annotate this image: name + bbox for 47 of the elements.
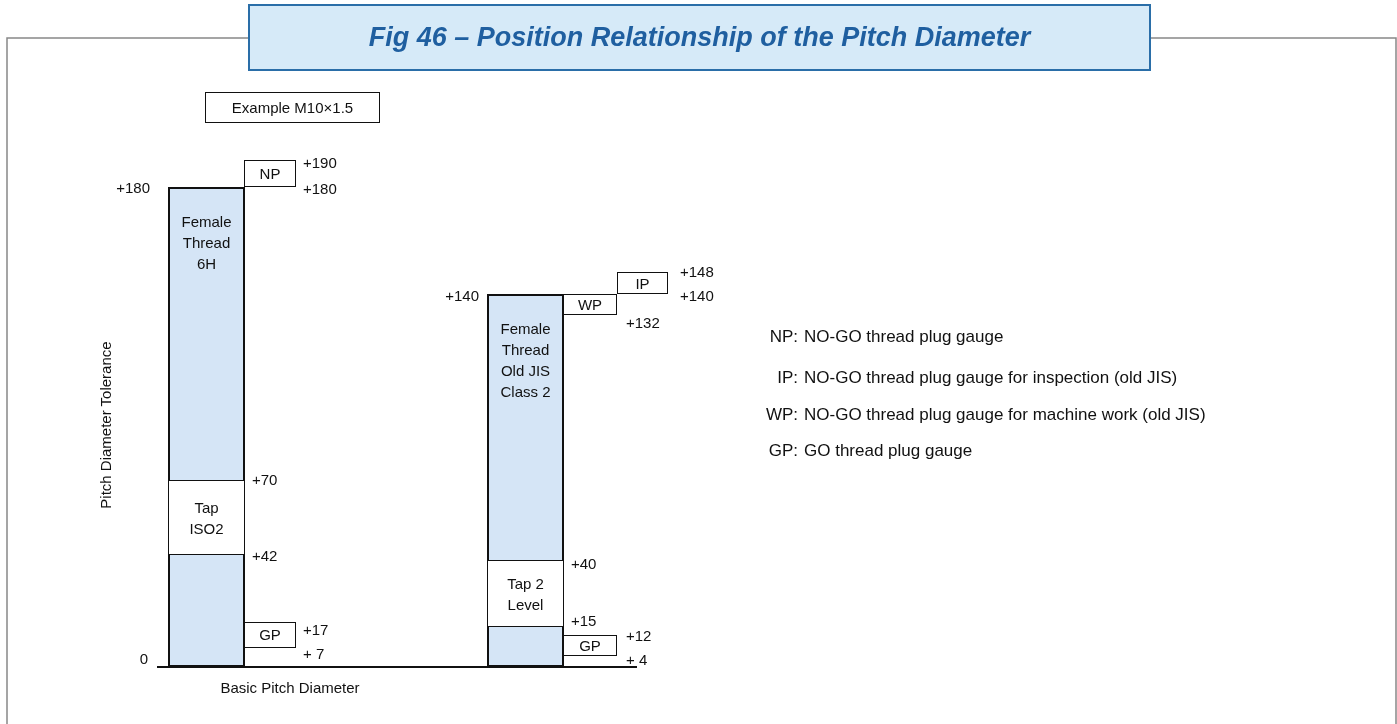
axis-label: Pitch Diameter Tolerance — [96, 341, 114, 509]
box-label: Female Thread 6H — [180, 212, 233, 274]
box-label: Female Thread Old JIS Class 2 — [499, 318, 552, 402]
box-label: Example M10×1.5 — [231, 98, 354, 118]
value-label: +140 — [680, 287, 714, 305]
gauge-box — [563, 293, 617, 315]
box-label: WP — [577, 294, 603, 315]
value-label: +180 — [116, 179, 150, 197]
gauge-box — [244, 621, 296, 649]
tolerance-bar — [168, 187, 245, 667]
box-label: Tap 2 Level — [506, 573, 545, 615]
value-label: +132 — [626, 314, 660, 332]
value-label: +17 — [303, 621, 329, 639]
gauge-box — [617, 272, 668, 294]
box-label: GP — [579, 636, 601, 657]
value-label: +40 — [571, 555, 597, 573]
box-label: GP — [259, 625, 281, 646]
legend-key: GP: — [768, 440, 798, 462]
legend-description: GO thread plug gauge — [804, 440, 973, 462]
legend-description: NO-GO thread plug gauge for inspection (old JIS) — [804, 367, 1178, 389]
value-label: + 7 — [303, 645, 325, 663]
value-label: +12 — [626, 627, 652, 645]
gauge-box — [487, 560, 564, 627]
value-label: 0 — [139, 650, 148, 668]
value-label: +148 — [680, 263, 714, 281]
title: Fig 46 – Position Relationship of the Pitch Diameter — [368, 22, 1031, 53]
legend-description: NO-GO thread plug gauge — [804, 326, 1004, 348]
legend-key: WP: — [765, 404, 798, 426]
gauge-box — [205, 92, 380, 123]
gauge-box — [168, 480, 245, 555]
value-label: +15 — [571, 612, 597, 630]
axis-label: Basic Pitch Diameter — [220, 679, 360, 697]
value-label: +140 — [445, 287, 479, 305]
legend-key: NP: — [769, 326, 798, 348]
tolerance-bar — [487, 293, 564, 667]
gauge-box — [563, 635, 617, 657]
value-label: +70 — [252, 471, 278, 489]
value-label: +42 — [252, 547, 278, 565]
legend-key: IP: — [777, 367, 798, 389]
value-label: +190 — [303, 154, 337, 172]
gauge-box — [244, 160, 296, 187]
value-label: + 4 — [626, 651, 648, 669]
value-label: +180 — [303, 180, 337, 198]
box-label: IP — [635, 273, 650, 294]
box-label: Tap ISO2 — [188, 497, 225, 539]
box-label: NP — [259, 164, 281, 185]
legend-description: NO-GO thread plug gauge for machine work (old JIS) — [804, 404, 1206, 426]
